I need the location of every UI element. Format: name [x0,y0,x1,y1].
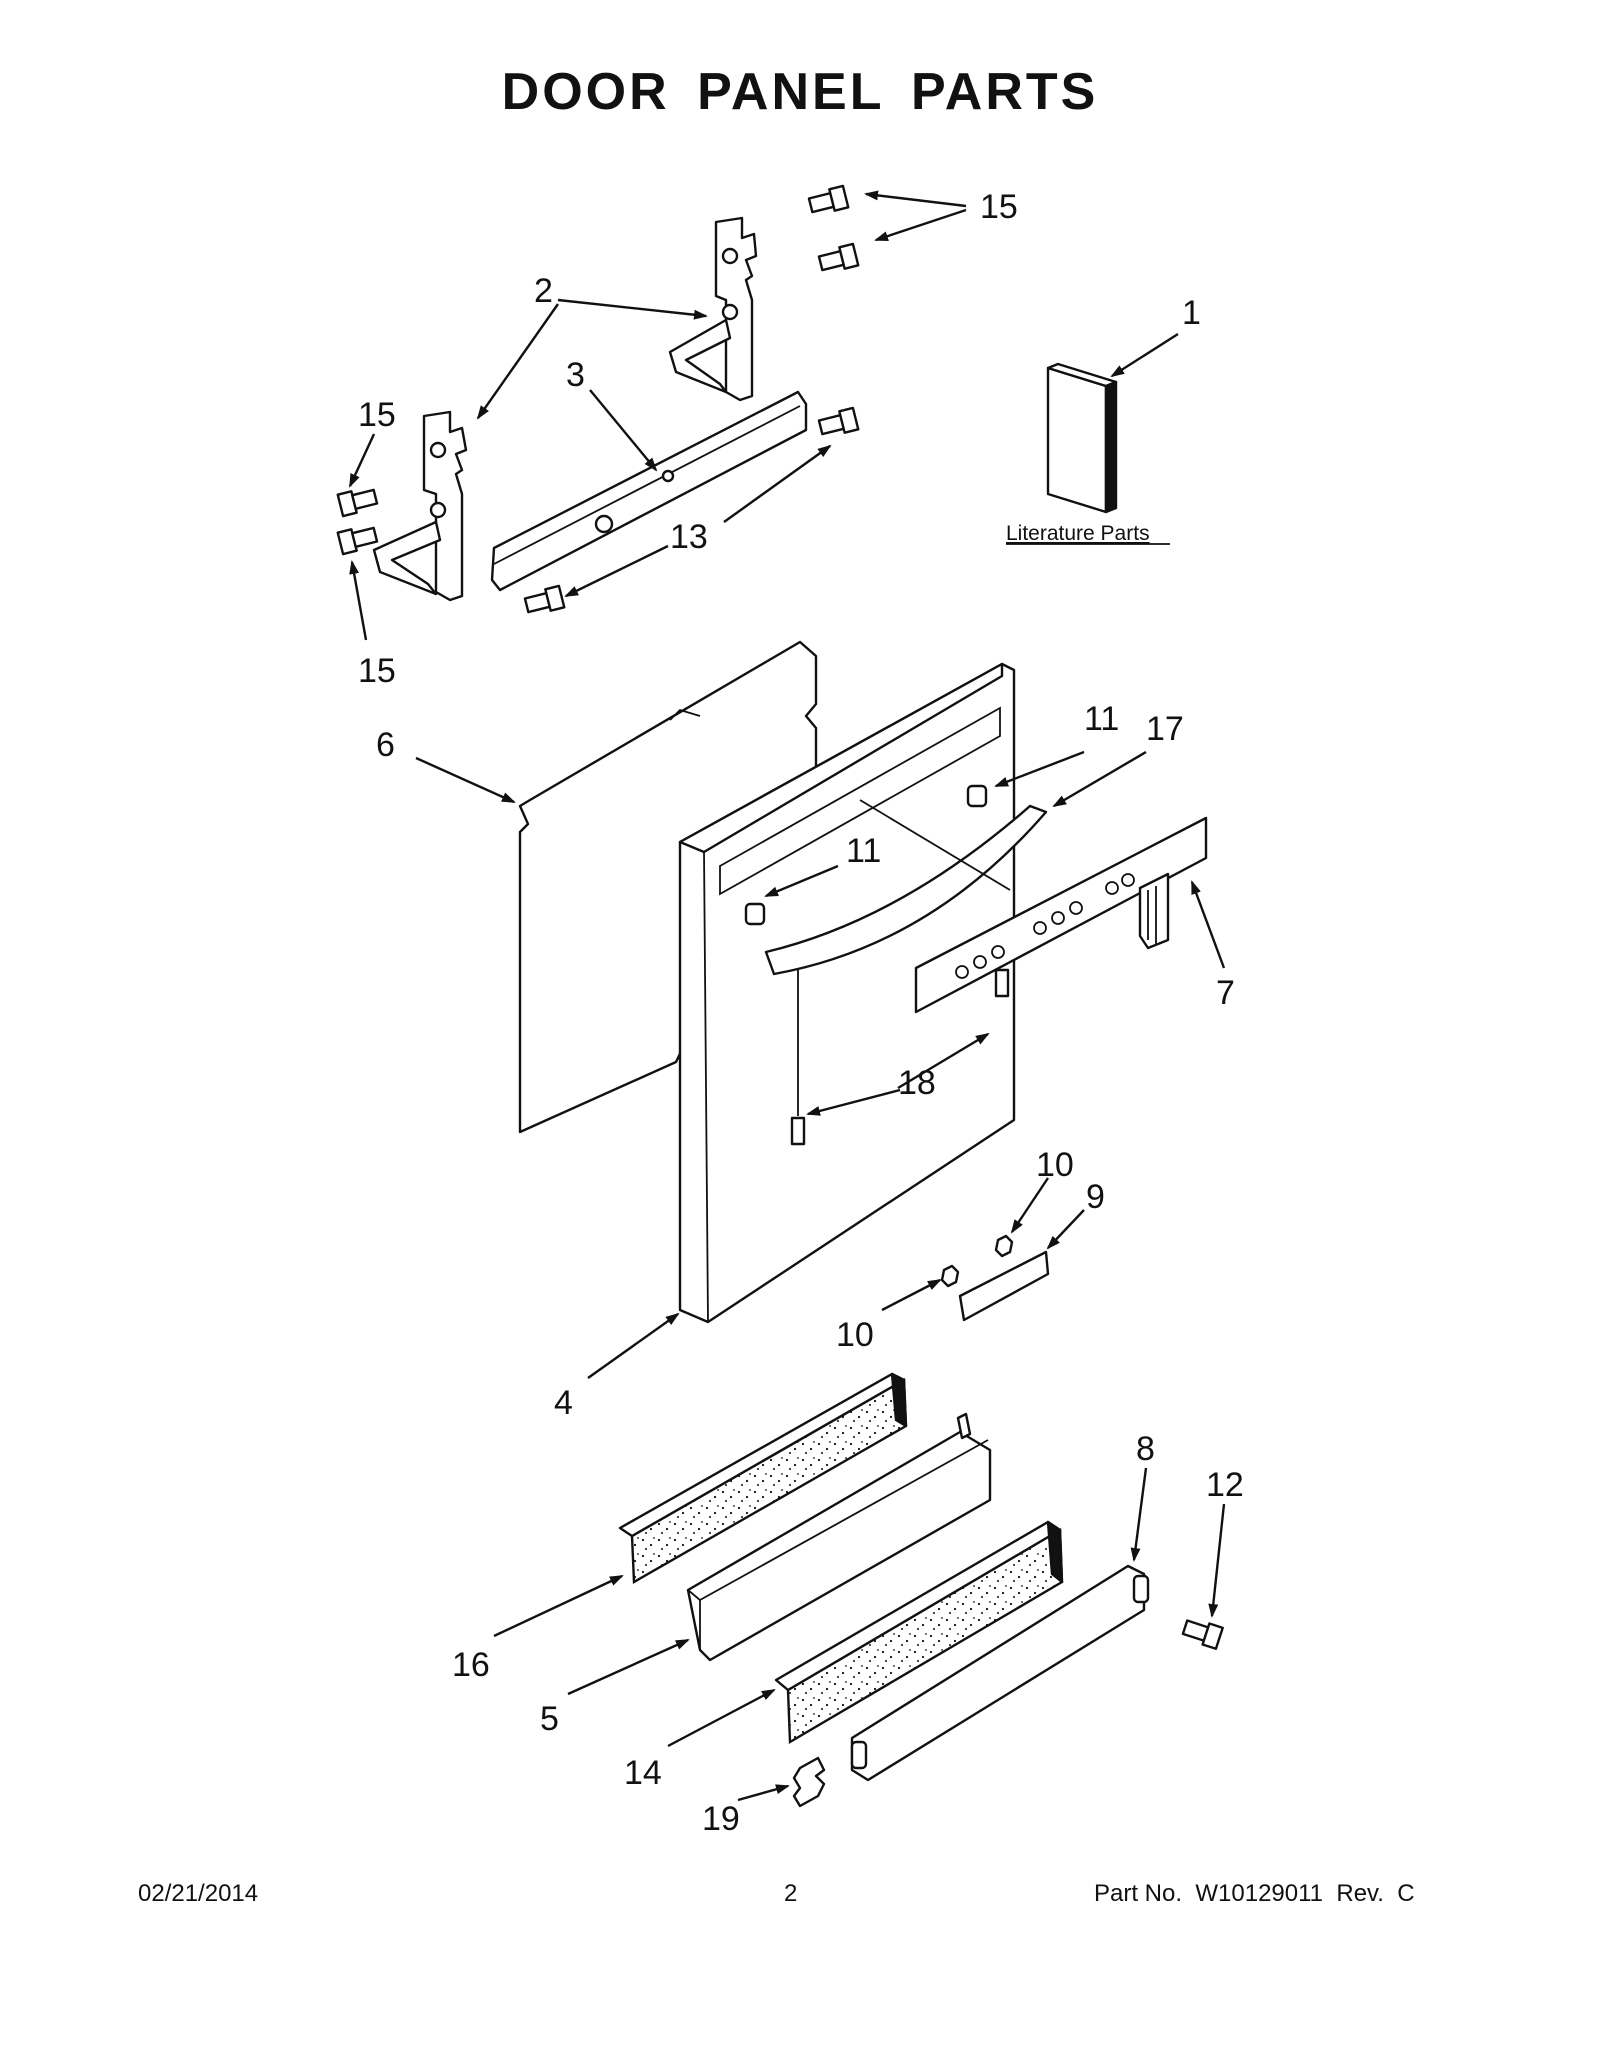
hinge-bracket-left [372,410,468,602]
footer-part-number: Part No. W10129011 Rev. C [1094,1880,1415,1907]
callout-15-top: 15 [980,188,1018,226]
callout-10-top: 10 [1036,1146,1074,1184]
callout-7: 7 [1216,974,1235,1012]
callout-11-top: 11 [1084,700,1119,738]
logo-badge [958,1250,1050,1322]
callout-5: 5 [540,1700,559,1738]
kick-panel [850,1564,1150,1782]
callout-10-bottom: 10 [836,1316,874,1354]
callout-19: 19 [702,1800,740,1838]
callout-2: 2 [534,272,553,310]
footer-date: 02/21/2014 [138,1880,259,1907]
badge-nuts [940,1234,1014,1288]
toe-panel-bracket [686,1412,992,1662]
callout-6: 6 [376,726,395,764]
control-panel [914,816,1208,1014]
literature-parts-label: Literature Parts [1006,522,1150,545]
door-handle [764,799,1048,976]
callout-labels: 1 2 3 15 15 15 13 6 11 17 11 7 18 10 9 1… [358,188,1244,1838]
callout-9: 9 [1086,1178,1105,1216]
leader-lines [348,190,1226,1802]
screws-15-left [336,488,379,556]
callout-15-left-bottom: 15 [358,652,396,690]
hinge-bracket-right [668,216,758,402]
callout-1: 1 [1182,294,1201,332]
callout-18: 18 [898,1064,936,1102]
callout-12: 12 [1206,1466,1244,1504]
kick-panel-screw [1181,1619,1224,1650]
spring-clip [792,1756,826,1808]
handle-spacers [744,784,988,926]
callout-16: 16 [452,1646,490,1684]
callout-17: 17 [1146,710,1184,748]
lower-insulation [774,1520,1064,1745]
upper-insulation [618,1372,908,1585]
literature-booklet [1046,362,1118,514]
page-title: DOOR PANEL PARTS [501,63,1099,121]
callout-8: 8 [1136,1430,1155,1468]
footer-page-number: 2 [784,1880,798,1907]
screws-15-top [807,184,860,272]
screws-13 [523,406,860,614]
outer-door-panel [678,662,1016,1324]
callout-4: 4 [554,1384,573,1422]
callout-11-mid: 11 [846,832,881,870]
callout-14: 14 [624,1754,662,1792]
callout-15-left-top: 15 [358,396,396,434]
callout-13: 13 [670,518,708,556]
handle-studs [790,968,1010,1146]
callout-3: 3 [566,356,585,394]
door-rail [490,390,808,592]
